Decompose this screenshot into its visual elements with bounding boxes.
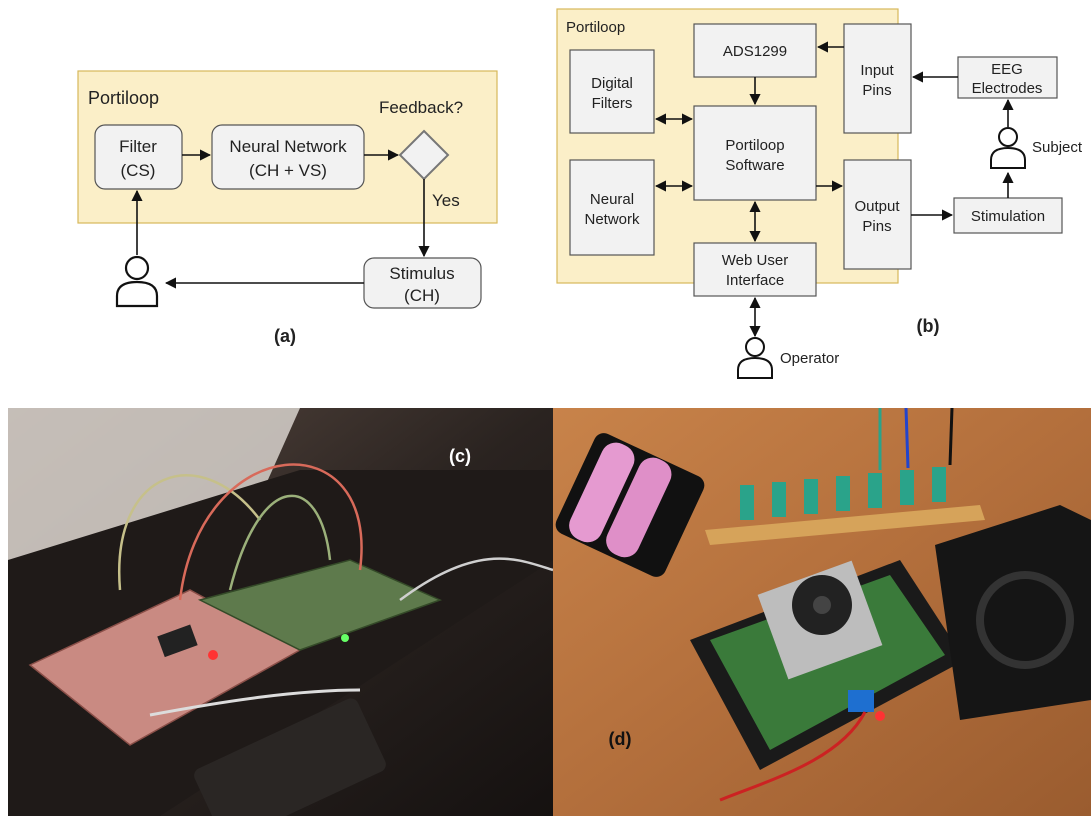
panel-b: Portiloop ADS1299 Digital Filters Portil… — [556, 8, 1083, 379]
ads1299-box — [693, 23, 817, 78]
input-pins-label: Input — [860, 62, 894, 79]
web-ui-sublabel: Interface — [726, 272, 784, 289]
container-label: Portiloop — [88, 88, 159, 108]
wire-1 — [117, 474, 261, 591]
battery-cell-1 — [569, 442, 635, 543]
caption-b: (b) — [917, 316, 940, 336]
operator-label: Operator — [780, 350, 839, 367]
panel-c-photo: (c) — [8, 408, 554, 816]
neural-network-label: Neural Network — [229, 137, 347, 156]
stimulation-box — [953, 197, 1063, 234]
portiloop-software-box — [693, 105, 817, 201]
software-sublabel: Software — [725, 157, 784, 174]
wire-2 — [178, 463, 363, 601]
adc-board — [197, 559, 443, 651]
battery-cell-2 — [606, 457, 672, 558]
output-pins-label: Output — [854, 198, 900, 215]
ads1299-label: ADS1299 — [723, 43, 787, 60]
eeg-sublabel: Electrodes — [972, 80, 1043, 97]
web-ui-box — [693, 242, 817, 297]
operator-icon — [737, 337, 773, 379]
stimulus-sublabel: (CH) — [404, 286, 440, 305]
stimulation-label: Stimulation — [971, 208, 1045, 225]
output-pins-box — [843, 159, 912, 270]
wire-3 — [228, 494, 332, 591]
web-ui-label: Web User — [722, 252, 788, 269]
filter-label: Filter — [119, 137, 157, 156]
power-wire — [719, 711, 867, 802]
panel-a: Portiloop Filter (CS) Neural Network (CH… — [77, 70, 498, 346]
subject-icon — [990, 127, 1026, 169]
feedback-label: Feedback? — [379, 98, 463, 117]
filter-sublabel: (CS) — [121, 161, 156, 180]
neural-network-label-b: Neural — [590, 191, 634, 208]
filter-box — [94, 124, 183, 190]
neural-network-sublabel: (CH + VS) — [249, 161, 327, 180]
stimulus-label: Stimulus — [389, 264, 454, 283]
caption-a: (a) — [274, 326, 296, 346]
digital-filters-label: Digital — [591, 75, 633, 92]
digital-filters-box — [569, 49, 655, 134]
software-label: Portiloop — [725, 137, 784, 154]
neural-network-sublabel-b: Network — [584, 211, 640, 228]
green-led — [341, 634, 349, 642]
electrode-strip — [705, 505, 985, 545]
power-led — [875, 711, 885, 721]
caption-c: (c) — [449, 446, 471, 466]
neural-network-box — [211, 124, 365, 190]
yes-label: Yes — [432, 191, 460, 210]
eeg-label: EEG — [991, 61, 1023, 78]
output-pins-sublabel: Pins — [862, 218, 891, 235]
red-led — [208, 650, 218, 660]
person-icon — [115, 255, 159, 308]
panel-d-photo: (d) — [553, 407, 1091, 816]
wire-5 — [149, 688, 361, 717]
eeg-electrodes-box — [957, 56, 1058, 99]
enclosure-lid — [935, 505, 1091, 720]
electrode-connectors — [740, 467, 946, 520]
lid-vent — [976, 571, 1074, 669]
subject-label: Subject — [1032, 139, 1083, 156]
fan-hub — [813, 596, 831, 614]
lead-black — [948, 407, 954, 466]
lead-blue — [904, 407, 910, 469]
digital-filters-sublabel: Filters — [592, 95, 633, 112]
container-label-b: Portiloop — [566, 19, 625, 36]
wire-4 — [399, 557, 554, 602]
terminal-block — [848, 690, 874, 712]
battery-pack — [194, 698, 386, 816]
input-pins-box — [843, 23, 912, 134]
caption-d: (d) — [609, 729, 632, 749]
input-pins-sublabel: Pins — [862, 82, 891, 99]
fpga-chip — [157, 624, 198, 658]
neural-network-box-b — [569, 159, 655, 256]
